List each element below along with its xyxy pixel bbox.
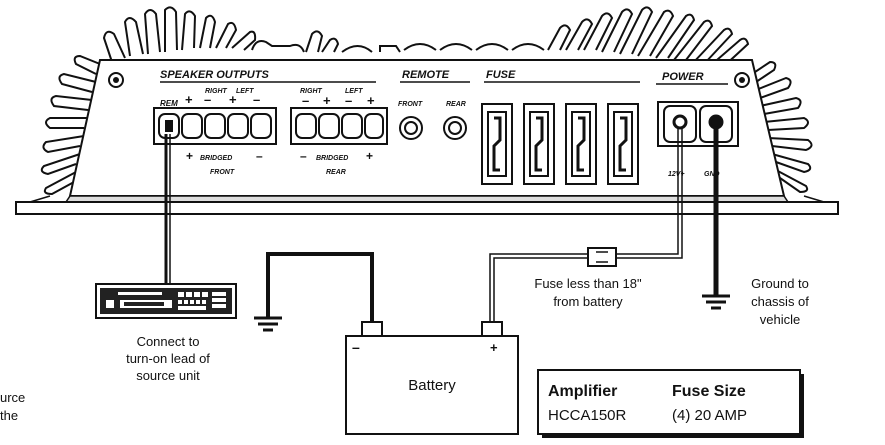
front-label: FRONT xyxy=(210,169,235,176)
cropped-text-line2: the xyxy=(0,408,18,423)
front-bridged-label: BRIDGED xyxy=(200,155,232,162)
remote-rear-label: REAR xyxy=(446,101,466,108)
fuse-4 xyxy=(607,103,639,185)
heatsink-fins xyxy=(40,6,813,196)
svg-text:+: + xyxy=(366,149,373,163)
svg-text:–: – xyxy=(345,93,352,108)
spec-col-amplifier: Amplifier xyxy=(548,383,617,400)
rear-label: REAR xyxy=(326,169,346,176)
rear-terminal-block: RIGHT LEFT – + – + – BRIDGED + REAR xyxy=(290,88,388,176)
connect-callout-line3: source unit xyxy=(136,368,200,383)
ground-callout-line2: chassis of xyxy=(751,294,809,309)
battery-positive-post xyxy=(481,321,503,337)
positive-power-wire xyxy=(489,128,683,326)
amplifier-body xyxy=(15,59,839,215)
remote-jacks: FRONT REAR xyxy=(398,101,467,140)
spec-fuse-size: (4) 20 AMP xyxy=(672,407,747,424)
amp-fuses xyxy=(481,103,639,185)
svg-text:–: – xyxy=(302,93,309,108)
remote-header: REMOTE xyxy=(402,69,450,81)
connect-callout-line1: Connect to xyxy=(137,334,200,349)
svg-text:–: – xyxy=(253,92,260,107)
power-header: POWER xyxy=(662,71,704,83)
rear-right-label: RIGHT xyxy=(300,88,323,95)
fuse-3 xyxy=(565,103,597,185)
svg-text:–: – xyxy=(300,149,307,163)
fuse-callout-line2: from battery xyxy=(553,294,623,309)
battery-negative-sign: – xyxy=(352,339,360,355)
inline-fuse xyxy=(587,247,617,267)
rem-label: REM xyxy=(160,99,178,108)
svg-text:+: + xyxy=(367,93,375,108)
rear-left-label: LEFT xyxy=(345,88,363,95)
ground-wire xyxy=(702,128,730,310)
connect-callout-line2: turn-on lead of xyxy=(126,351,210,366)
svg-text:–: – xyxy=(256,149,263,163)
svg-text:+: + xyxy=(229,92,237,107)
ground-callout-line3: vehicle xyxy=(760,312,800,327)
cropped-text-line1: urce xyxy=(0,390,25,405)
speaker-outputs-header: SPEAKER OUTPUTS xyxy=(160,69,269,81)
mounting-flange xyxy=(15,201,839,215)
spec-table: Amplifier Fuse Size HCCA150R (4) 20 AMP xyxy=(537,369,804,438)
front-left-label: LEFT xyxy=(236,88,254,95)
cropped-text: urce the xyxy=(0,390,25,423)
remote-front-label: FRONT xyxy=(398,101,423,108)
battery-positive-sign: + xyxy=(490,340,498,355)
fuse-2 xyxy=(523,103,555,185)
battery-ground-wire xyxy=(254,252,374,332)
power-positive-label: 12V+ xyxy=(668,171,685,178)
fuse-callout-line1: Fuse less than 18" xyxy=(534,276,642,291)
fuse-header: FUSE xyxy=(486,69,516,81)
fuse-callout: Fuse less than 18" from battery xyxy=(534,276,642,309)
svg-text:+: + xyxy=(185,92,193,107)
ground-callout-line1: Ground to xyxy=(751,276,809,291)
spec-col-fuse-size: Fuse Size xyxy=(672,383,746,400)
battery-negative-post xyxy=(361,321,383,337)
source-unit xyxy=(95,283,237,319)
svg-text:+: + xyxy=(186,149,193,163)
ground-callout: Ground to chassis of vehicle xyxy=(751,276,809,327)
rear-bridged-label: BRIDGED xyxy=(316,155,348,162)
front-right-label: RIGHT xyxy=(205,88,228,95)
power-terminals: 12V+ GND xyxy=(657,101,739,178)
spec-model: HCCA150R xyxy=(548,407,627,424)
front-terminal-block: RIGHT LEFT REM + – + – + BRIDGED – FRONT xyxy=(153,88,277,176)
connect-callout: Connect to turn-on lead of source unit xyxy=(126,334,210,383)
battery: – + Battery xyxy=(345,321,519,435)
remote-turn-on-wire xyxy=(164,134,171,284)
fuse-1 xyxy=(481,103,513,185)
svg-text:+: + xyxy=(323,93,331,108)
power-ground-label: GND xyxy=(704,171,720,178)
svg-text:–: – xyxy=(204,92,211,107)
battery-label: Battery xyxy=(408,377,456,394)
